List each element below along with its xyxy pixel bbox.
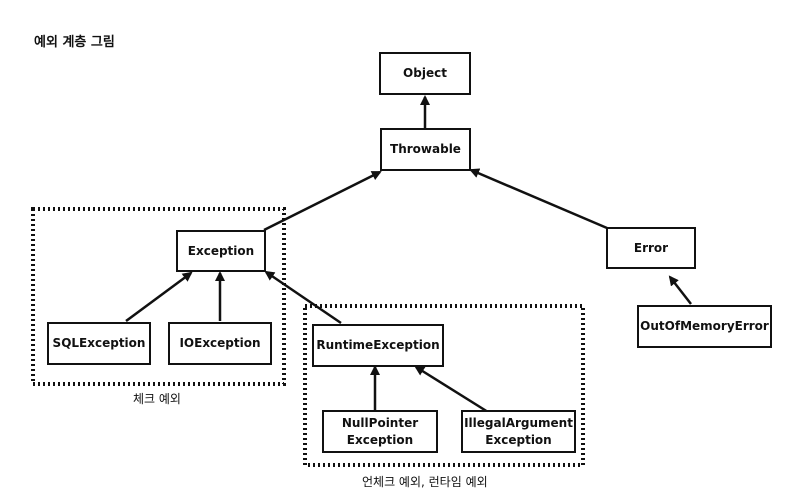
node-sqlexception: SQLException — [47, 322, 151, 365]
node-ioexception: IOException — [168, 322, 272, 365]
checked-exception-label: 체크 예외 — [133, 392, 181, 406]
arrow-error-to-throwable — [469, 168, 608, 230]
node-object: Object — [379, 52, 471, 95]
diagram-title: 예외 계층 그림 — [34, 35, 115, 50]
node-runtimeexception: RuntimeException — [312, 324, 444, 367]
arrow-sqlexception-to-exception — [125, 271, 193, 323]
unchecked-exception-label: 언체크 예외, 런타임 예외 — [362, 475, 488, 489]
node-illegalargumentexception: IllegalArgument Exception — [461, 410, 576, 453]
arrow-illegalargumentexception-to-runtimeexception — [414, 365, 489, 414]
arrow-runtimeexception-to-exception — [264, 270, 342, 325]
node-throwable: Throwable — [380, 128, 471, 171]
unchecked-exception-group — [303, 304, 585, 467]
node-exception: Exception — [176, 230, 266, 272]
node-error: Error — [606, 227, 696, 269]
arrow-exception-to-throwable — [263, 170, 382, 232]
checked-exception-group — [31, 207, 286, 386]
node-outofmemoryerror: OutOfMemoryError — [637, 305, 772, 348]
node-nullpointerexception: NullPointer Exception — [322, 410, 438, 453]
arrow-outofmemoryerror-to-error — [668, 275, 692, 305]
